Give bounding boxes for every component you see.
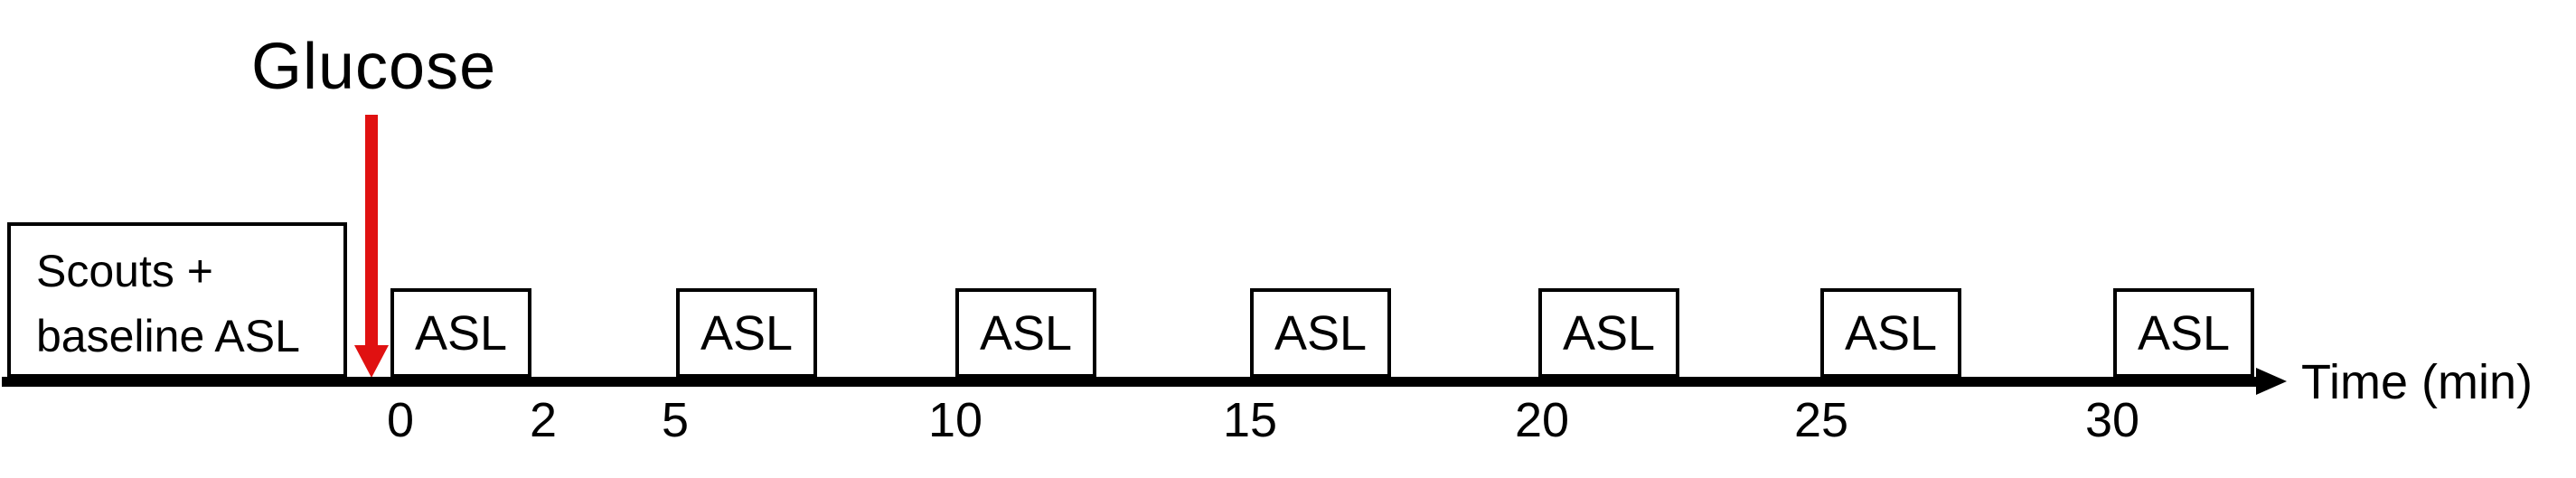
axis-tick-label: 2 — [529, 393, 558, 447]
asl-scan-label: ASL — [979, 305, 1073, 361]
asl-scan-box: ASL — [1250, 288, 1391, 378]
glucose-arrowhead-icon — [354, 345, 389, 378]
asl-scan-box: ASL — [1820, 288, 1961, 378]
axis-tick-label: 10 — [927, 393, 983, 447]
axis-tick-label: 0 — [386, 393, 415, 447]
scouts-baseline-line1: Scouts + — [36, 246, 213, 296]
time-axis-line — [2, 377, 2258, 387]
axis-tick-label: 5 — [661, 393, 690, 447]
asl-scan-label: ASL — [700, 305, 794, 361]
asl-scan-label: ASL — [414, 305, 508, 361]
time-axis-arrowhead-icon — [2256, 368, 2287, 395]
asl-scan-box: ASL — [955, 288, 1096, 378]
axis-tick-label: 30 — [2084, 393, 2140, 447]
asl-scan-box: ASL — [390, 288, 531, 378]
asl-scan-label: ASL — [1562, 305, 1656, 361]
asl-scan-label: ASL — [1844, 305, 1938, 361]
asl-scan-label: ASL — [2137, 305, 2231, 361]
asl-scan-box: ASL — [676, 288, 817, 378]
axis-tick-label: 20 — [1514, 393, 1570, 447]
asl-scan-label: ASL — [1274, 305, 1368, 361]
time-axis-title: Time (min) — [2301, 355, 2533, 409]
asl-scan-box: ASL — [2113, 288, 2254, 378]
axis-tick-label: 15 — [1222, 393, 1278, 447]
scouts-baseline-line2: baseline ASL — [36, 311, 300, 361]
scouts-baseline-box: Scouts + baseline ASL — [7, 222, 347, 378]
asl-scan-box: ASL — [1538, 288, 1679, 378]
axis-tick-label: 25 — [1793, 393, 1849, 447]
glucose-label: Glucose — [251, 31, 497, 103]
glucose-arrow-icon — [365, 115, 378, 347]
